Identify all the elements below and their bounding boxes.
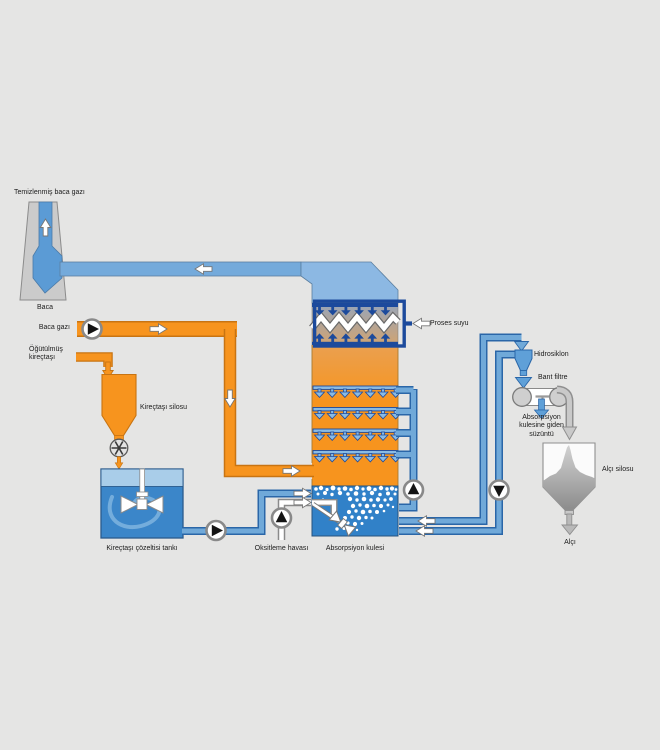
- flue-gas-fan-pump: [81, 318, 103, 340]
- gypsum-outlet-arrow-icon: [561, 513, 579, 536]
- slurry-pump: [205, 519, 227, 542]
- sump-foam: [314, 485, 398, 532]
- gypsum-cake-arrow-icon: [556, 385, 578, 441]
- label-process-water: Proses suyu: [430, 320, 469, 327]
- rotary-valve-icon: [109, 438, 129, 458]
- mist-eliminator-zigzag: [310, 313, 400, 332]
- belt-roller-icon: [512, 387, 532, 407]
- demister-spray-row-top: [312, 303, 398, 316]
- label-flue-gas: Baca gazı: [38, 324, 70, 331]
- label-gypsum-silo: Alçı silosu: [602, 466, 634, 473]
- cyclone-feed-pump: [488, 479, 510, 501]
- label-clean-flue-gas: Temizlenmiş baca gazı: [14, 189, 85, 196]
- label-gypsum: Alçı: [564, 539, 576, 546]
- limestone-slurry-tank: [100, 468, 184, 539]
- label-hydrocyclone: Hidrosiklon: [534, 351, 569, 358]
- demister-spray-row-bottom: [312, 333, 398, 346]
- limestone-feed-pipe: [76, 352, 114, 380]
- stack-flue: [32, 201, 63, 294]
- gypsum-silo-shape: [542, 442, 596, 536]
- recirculation-pump: [402, 479, 425, 501]
- label-ground-limestone: Öğütülmüş kireçtaşı: [29, 346, 63, 362]
- label-limestone-tank: Kireçtaşı çözeltisi tankı: [106, 545, 178, 552]
- absorber-top: [300, 261, 399, 304]
- belt-filter-shape: [512, 385, 578, 441]
- limestone-silo-shape: [101, 373, 137, 440]
- limestone-arrow-icon: [114, 456, 124, 470]
- return-pipe: [399, 350, 515, 535]
- recirculation-pipe: [396, 386, 418, 512]
- hydrocyclone-shape: [514, 349, 533, 389]
- tank-agitator-icon: [120, 468, 164, 514]
- filtrate-arrow-icon: [533, 398, 550, 420]
- demister-section: [309, 302, 401, 347]
- oxidation-air-pump: [270, 507, 293, 529]
- label-belt-filter: Bant filtre: [538, 374, 568, 381]
- cyclone-feed-arrow-icon: [513, 341, 530, 352]
- absorber-sump: [311, 485, 399, 537]
- cyclone-feed-pipe: [399, 333, 530, 525]
- label-filtrate-return: Absorpsiyon kulesine giden süzüntü: [519, 414, 564, 438]
- label-absorber: Absorpsiyon kulesi: [325, 545, 385, 552]
- stack: [19, 201, 67, 301]
- label-stack: Baca: [37, 304, 53, 311]
- process-water-loop: [312, 299, 431, 348]
- underflow-arrow-icon: [514, 377, 533, 389]
- label-oxidation-air: Oksitleme havası: [254, 545, 309, 552]
- sump-agitator-icon: [328, 510, 357, 537]
- process-water-arrow-icon: [412, 317, 431, 330]
- gypsum-pile: [543, 445, 595, 511]
- clean-gas-duct: [59, 261, 302, 277]
- label-limestone-silo: Kireçtaşı silosu: [140, 404, 188, 411]
